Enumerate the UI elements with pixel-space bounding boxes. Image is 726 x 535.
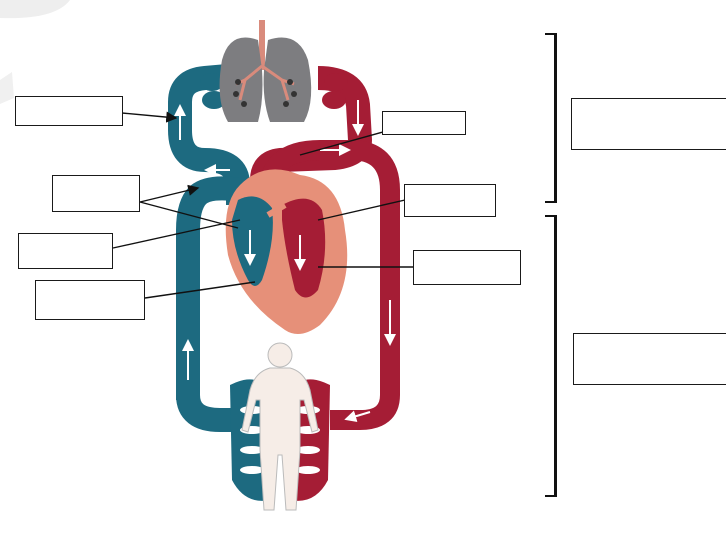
left-lung (220, 38, 263, 123)
lungs (220, 20, 312, 122)
pulmonary-circuit-bracket (545, 33, 557, 203)
label-box-pulmonary-artery[interactable] (15, 96, 123, 126)
label-box-pulmonary-circulation[interactable] (571, 98, 726, 150)
leader-line-1 (122, 113, 176, 118)
heart (226, 169, 348, 334)
systemic-circuit-bracket (545, 215, 557, 497)
label-box-right-ventricle[interactable] (35, 280, 145, 320)
corner-artifact (0, 0, 70, 18)
edge-artifact (0, 72, 14, 104)
label-box-pulmonary-vein[interactable] (382, 111, 466, 135)
label-box-left-atrium[interactable] (404, 184, 496, 217)
label-box-vena-cava[interactable] (52, 175, 140, 212)
label-box-systemic-circulation[interactable] (573, 333, 726, 385)
label-box-left-ventricle[interactable] (413, 250, 521, 285)
label-box-right-atrium[interactable] (18, 233, 113, 269)
right-lung (264, 38, 312, 123)
